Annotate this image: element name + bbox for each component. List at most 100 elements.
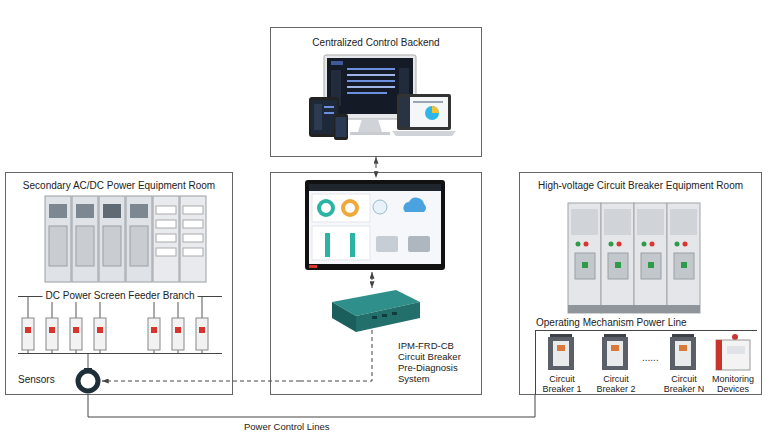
node-label: Sensors [18,374,55,386]
backend-devices-illustration [397,94,451,130]
pre-diagnosis-device-illustration [372,316,377,319]
breaker-node: Circuit Breaker 1 [538,332,586,394]
touch-screen-illustration [319,201,333,215]
feeder-breakers [70,318,82,350]
power-cabinets-illustration [76,226,94,266]
device-node: IPM-FRD-CB Circuit Breaker Pre-Diagnosis… [300,178,478,392]
touch-screen-illustration [309,184,441,264]
node-label: Monitoring Devices [710,374,756,394]
touch-screen-illustration [309,184,441,191]
switchgear-illustration [571,209,598,235]
touch-screen-illustration [350,233,355,257]
power-cabinets-illustration [183,248,203,256]
node-label: Circuit Breaker 1 [538,374,586,394]
touch-screen-illustration [376,236,398,252]
switchgear-illustration [617,242,622,247]
switchgear-illustration [670,209,697,235]
system-box [271,173,482,395]
feeder-breakers [49,327,55,333]
room-box: High-voltage Circuit Breaker Equipment R… [519,172,762,395]
power-cabinets-illustration [49,226,67,266]
backend-devices-illustration [324,112,334,114]
touch-screen-illustration [373,200,387,214]
current-sensor-symbol [84,368,92,372]
switchgear-illustration [609,242,614,247]
backend-devices-illustration [347,92,387,94]
backend-devices-illustration [425,106,439,120]
screen-link-arrow [372,272,373,288]
switchgear-illustration [604,209,631,235]
feeder-breakers [46,318,58,350]
switchgear-illustration [667,203,700,313]
node-label: IPM-FRD-CB Circuit Breaker Pre-Diagnosis… [398,340,470,384]
current-sensor-symbol [78,371,98,391]
touch-screen-illustration [325,233,330,257]
pre-diagnosis-device-illustration [382,314,387,317]
backend-devices-illustration [347,74,395,76]
feeder-breakers [148,318,160,350]
backend-devices-illustration [347,86,395,88]
power-control-line [88,394,535,417]
signal-arrow [102,381,300,382]
feeder-breakers [172,318,184,350]
node-label: Secondary AC/DC Power Equipment Room [6,180,232,192]
pre-diagnosis-device-illustration [332,302,356,332]
node-label: DC Power Screen Feeder Branch [43,290,198,302]
switchgear-illustration [650,242,655,247]
breaker-mechanism-illustration [557,345,565,351]
switchgear-illustration [648,262,654,268]
power-cabinets-illustration [99,196,125,282]
power-cabinets-illustration [183,206,203,214]
node-label: Centralized Control Backend [271,37,481,49]
feeder-breakers [97,327,103,333]
power-cabinets-illustration [156,234,176,242]
pre-diagnosis-device-illustration [356,302,420,332]
feeder-breakers [151,327,157,333]
breaker-node: Circuit Breaker N [660,332,708,394]
switchgear-illustration [615,262,621,268]
backend-devices-illustration [358,119,382,132]
power-cabinets-illustration [183,220,203,228]
power-cabinets-illustration [72,196,98,282]
backend-devices-illustration [399,68,409,98]
power-cabinets-illustration [103,204,121,218]
breaker-mechanism-illustration [548,337,574,370]
switchgear-illustration [641,253,661,279]
backend-devices-illustration [432,106,439,113]
power-cabinets-illustration [45,196,206,282]
switchgear-illustration [568,203,601,313]
touch-screen-illustration [312,226,370,260]
node-label: High-voltage Circuit Breaker Equipment R… [520,180,761,192]
breaker-mechanism-illustration [611,345,619,351]
touch-screen-illustration [305,180,445,270]
feeder-band: DC Power Screen Feeder Branch [18,296,222,354]
touch-screen-illustration [312,194,370,222]
breaker-mechanism-illustration [679,345,687,351]
data-link-arrow [376,157,377,178]
feeder-breakers [73,327,79,333]
backend-devices-illustration [336,117,347,137]
backend-devices-illustration [347,80,395,82]
node-label: Operating Mechanism Power Line [536,317,687,329]
feeder-breakers [22,318,34,350]
power-cabinets-illustration [49,204,67,218]
switchgear-illustration [683,242,688,247]
touch-screen-illustration [305,180,445,270]
backend-devices-illustration [413,101,443,103]
power-cabinets-illustration [156,220,176,228]
touch-screen-illustration [408,236,430,252]
backend-devices-illustration [400,97,410,127]
monitoring-device-illustration [716,334,750,370]
power-cabinets-illustration [156,206,176,214]
power-cabinets-illustration [130,226,148,266]
backend-devices-illustration [314,104,322,130]
ellipsis-mark: ...... [642,352,659,363]
breaker-mechanism-illustration [675,341,691,366]
breaker-node: Circuit Breaker 2 [592,332,640,394]
signal-leader-line [300,330,372,381]
node-label: Circuit Breaker N [660,374,708,394]
current-sensor-symbol [78,354,98,391]
feeder-breakers [175,327,181,333]
